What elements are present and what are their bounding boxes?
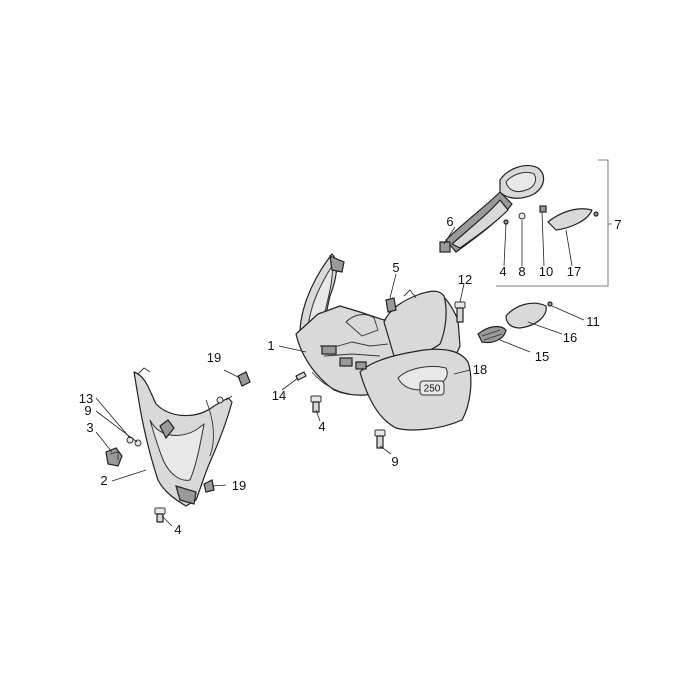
screw-4-bottom <box>154 507 166 523</box>
callout-18: 18 <box>473 362 487 377</box>
washer-8 <box>518 212 526 220</box>
callout-4-center: 4 <box>318 419 325 434</box>
clip-19-upper <box>237 371 251 387</box>
callout-labels: 1 2 3 4 4 4 5 6 7 8 9 9 10 11 12 13 14 1… <box>79 214 622 537</box>
mirror-arm <box>451 199 509 249</box>
turn-signal-lens-16 <box>505 302 547 329</box>
bolt-4-mirror <box>503 219 509 225</box>
cover-slot-left <box>321 345 337 355</box>
clip-19-stud <box>216 396 224 404</box>
mirror-assembly <box>439 165 545 253</box>
model-badge-text: 250 <box>424 384 441 395</box>
callout-19-lower: 19 <box>232 478 246 493</box>
mirror-glass <box>505 171 537 193</box>
callout-6: 6 <box>446 214 453 229</box>
callout-19-upper: 19 <box>207 350 221 365</box>
callout-3: 3 <box>86 420 93 435</box>
mirror-clamp-6 <box>439 241 451 253</box>
shield-bottom-tip <box>175 485 197 505</box>
callout-7: 7 <box>614 217 621 232</box>
screw-7 <box>593 211 599 217</box>
callout-13: 13 <box>79 391 93 406</box>
callout-4-mirror: 4 <box>499 264 506 279</box>
callout-12: 12 <box>458 272 472 287</box>
callout-14: 14 <box>272 388 286 403</box>
shield-emblem-mount <box>159 419 175 440</box>
callout-16: 16 <box>563 330 577 345</box>
handlebar-cover-assembly: 250 <box>295 253 472 431</box>
callout-1: 1 <box>267 338 274 353</box>
screw-12 <box>454 301 466 323</box>
model-badge <box>419 380 445 396</box>
screw-11 <box>547 301 553 307</box>
callout-10: 10 <box>539 264 553 279</box>
clip-19-lower <box>203 479 215 493</box>
clip-5 <box>385 297 397 313</box>
screw-10 <box>539 205 547 213</box>
reflector-17 <box>547 208 593 231</box>
callout-8: 8 <box>518 264 525 279</box>
callout-11: 11 <box>586 314 600 329</box>
bracket-7 <box>496 159 609 287</box>
lower-front-shield <box>133 367 233 507</box>
cover-slot-center <box>339 357 353 367</box>
leader-lines <box>95 211 585 527</box>
callout-2: 2 <box>100 473 107 488</box>
screw-9-front <box>374 429 386 449</box>
callout-15: 15 <box>535 349 549 364</box>
shield-inner-panel <box>149 419 205 481</box>
callout-5: 5 <box>392 260 399 275</box>
callout-9-front: 9 <box>391 454 398 469</box>
callout-4-bottom: 4 <box>174 522 181 537</box>
screw-4-center <box>310 395 322 413</box>
cover-top-tab <box>329 255 345 273</box>
callout-9-left: 9 <box>84 403 91 418</box>
clip-3 <box>105 447 123 467</box>
callout-17: 17 <box>567 264 581 279</box>
cover-slot-right <box>355 361 367 370</box>
